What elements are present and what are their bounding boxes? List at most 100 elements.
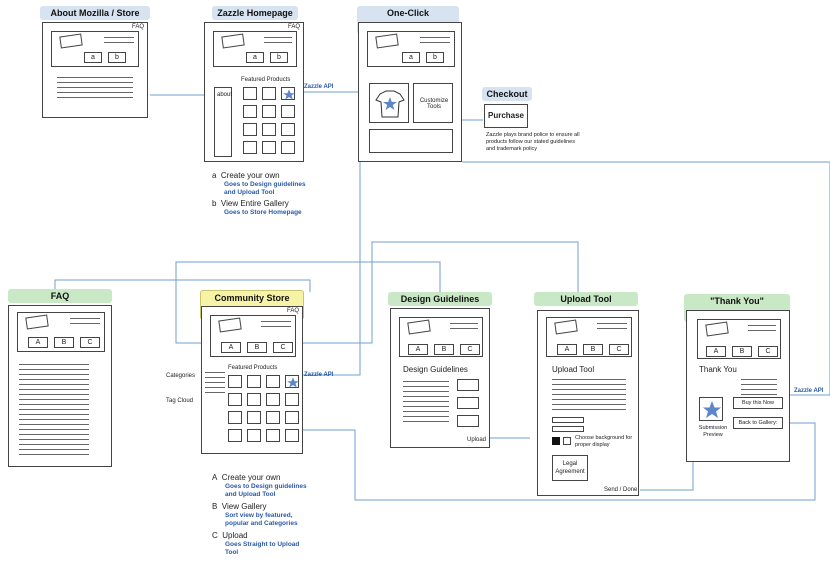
- image-placeholder: [407, 319, 431, 335]
- link-b[interactable]: b: [270, 52, 288, 63]
- link-b[interactable]: B: [247, 342, 267, 353]
- product-thumb[interactable]: [262, 105, 276, 118]
- link-c[interactable]: C: [273, 342, 293, 353]
- background-note-line: proper display: [575, 442, 610, 448]
- note-desc: and Upload Tool: [224, 189, 275, 196]
- link-c[interactable]: C: [758, 346, 778, 357]
- example-box: [457, 397, 479, 409]
- product-thumb[interactable]: [285, 429, 299, 442]
- note-title: Create your own: [220, 171, 280, 180]
- product-thumb[interactable]: [266, 429, 280, 442]
- link-c[interactable]: C: [80, 337, 100, 348]
- link-b[interactable]: B: [434, 344, 454, 355]
- example-box: [457, 379, 479, 391]
- design-heading: Design Guidelines: [403, 365, 468, 374]
- product-thumb[interactable]: [243, 123, 257, 136]
- product-thumb[interactable]: [281, 105, 295, 118]
- product-thumb[interactable]: [228, 411, 242, 424]
- note-desc: Goes Straight to Upload: [225, 541, 300, 548]
- product-thumb[interactable]: [247, 411, 261, 424]
- note-desc: Tool: [225, 549, 239, 556]
- link-b[interactable]: B: [583, 344, 603, 355]
- featured-product-star[interactable]: [285, 375, 299, 388]
- product-thumb[interactable]: [228, 375, 242, 388]
- note-title: Create your own: [221, 473, 281, 482]
- note-desc: Goes to Design guidelines: [224, 181, 306, 188]
- product-thumb[interactable]: [262, 123, 276, 136]
- note-letter: C: [212, 531, 218, 540]
- white-swatch[interactable]: [563, 437, 571, 445]
- product-thumb[interactable]: [285, 393, 299, 406]
- buy-now-button[interactable]: Buy this Now: [733, 397, 783, 409]
- customize-tools-label: Customize Tools: [419, 98, 449, 110]
- product-thumb[interactable]: [285, 411, 299, 424]
- upload-link[interactable]: Upload: [467, 437, 487, 443]
- link-b[interactable]: B: [54, 337, 74, 348]
- product-thumb[interactable]: [243, 141, 257, 154]
- product-thumb[interactable]: [247, 375, 261, 388]
- product-thumb[interactable]: [266, 411, 280, 424]
- product-thumb[interactable]: [262, 141, 276, 154]
- zazzle-home-wireframe: FAQ a b Featured Products about: [204, 22, 304, 162]
- note-title: Upload: [222, 531, 248, 540]
- product-thumb[interactable]: [281, 141, 295, 154]
- image-placeholder: [705, 321, 729, 337]
- community-wireframe: FAQ A B C Featured Products: [201, 306, 303, 454]
- header-banner: A B C: [697, 319, 781, 359]
- link-c[interactable]: C: [460, 344, 480, 355]
- preview-caption-line: Preview: [703, 432, 723, 438]
- link-a[interactable]: A: [706, 346, 726, 357]
- note-title: View Entire Gallery: [220, 199, 289, 208]
- purchase-button[interactable]: Purchase: [484, 104, 528, 128]
- image-placeholder: [221, 33, 245, 49]
- back-to-gallery-button[interactable]: Back to Gallery:: [733, 417, 783, 429]
- faq-link[interactable]: FAQ: [131, 24, 144, 30]
- black-swatch[interactable]: [552, 437, 560, 445]
- zazzle-api-label: Zazzle API: [304, 84, 334, 90]
- product-thumb[interactable]: [266, 393, 280, 406]
- about-label: about: [217, 92, 233, 98]
- link-a[interactable]: a: [402, 52, 420, 63]
- one-click-wireframe: a b Customize Tools: [358, 22, 462, 162]
- product-thumb[interactable]: [266, 375, 280, 388]
- note-desc: Sort view by featured,: [225, 512, 293, 519]
- product-thumb[interactable]: [228, 429, 242, 442]
- product-thumb[interactable]: [247, 429, 261, 442]
- upload-title: Upload Tool: [534, 292, 638, 306]
- product-thumb[interactable]: [247, 393, 261, 406]
- product-thumb[interactable]: [243, 105, 257, 118]
- legal-label: Agreement: [555, 469, 585, 475]
- file-input[interactable]: [552, 426, 584, 432]
- header-banner: a b: [213, 31, 297, 67]
- product-thumb[interactable]: [243, 87, 257, 100]
- header-banner: A B C: [17, 312, 105, 352]
- faq-link[interactable]: FAQ: [287, 24, 300, 30]
- faq-page-title: FAQ: [8, 289, 112, 303]
- note-title: View Gallery: [221, 502, 267, 511]
- link-b[interactable]: b: [108, 52, 126, 63]
- file-input[interactable]: [552, 417, 584, 423]
- header-banner: A B C: [399, 317, 483, 357]
- link-a[interactable]: A: [408, 344, 428, 355]
- faq-link[interactable]: FAQ: [286, 308, 299, 314]
- product-grid: [228, 375, 302, 451]
- link-a[interactable]: A: [28, 337, 48, 348]
- send-done-button[interactable]: Send / Done: [604, 487, 638, 493]
- about-store-wireframe: FAQ a b: [42, 22, 148, 118]
- link-c[interactable]: C: [609, 344, 629, 355]
- product-thumb[interactable]: [281, 123, 295, 136]
- product-thumb[interactable]: [262, 87, 276, 100]
- product-thumb[interactable]: [228, 393, 242, 406]
- link-a[interactable]: A: [557, 344, 577, 355]
- link-b[interactable]: b: [426, 52, 444, 63]
- link-b[interactable]: B: [732, 346, 752, 357]
- link-a[interactable]: A: [221, 342, 241, 353]
- featured-product-star[interactable]: [281, 87, 295, 100]
- link-a[interactable]: a: [84, 52, 102, 63]
- link-a[interactable]: a: [246, 52, 264, 63]
- customize-tools-panel[interactable]: Customize Tools: [413, 83, 453, 123]
